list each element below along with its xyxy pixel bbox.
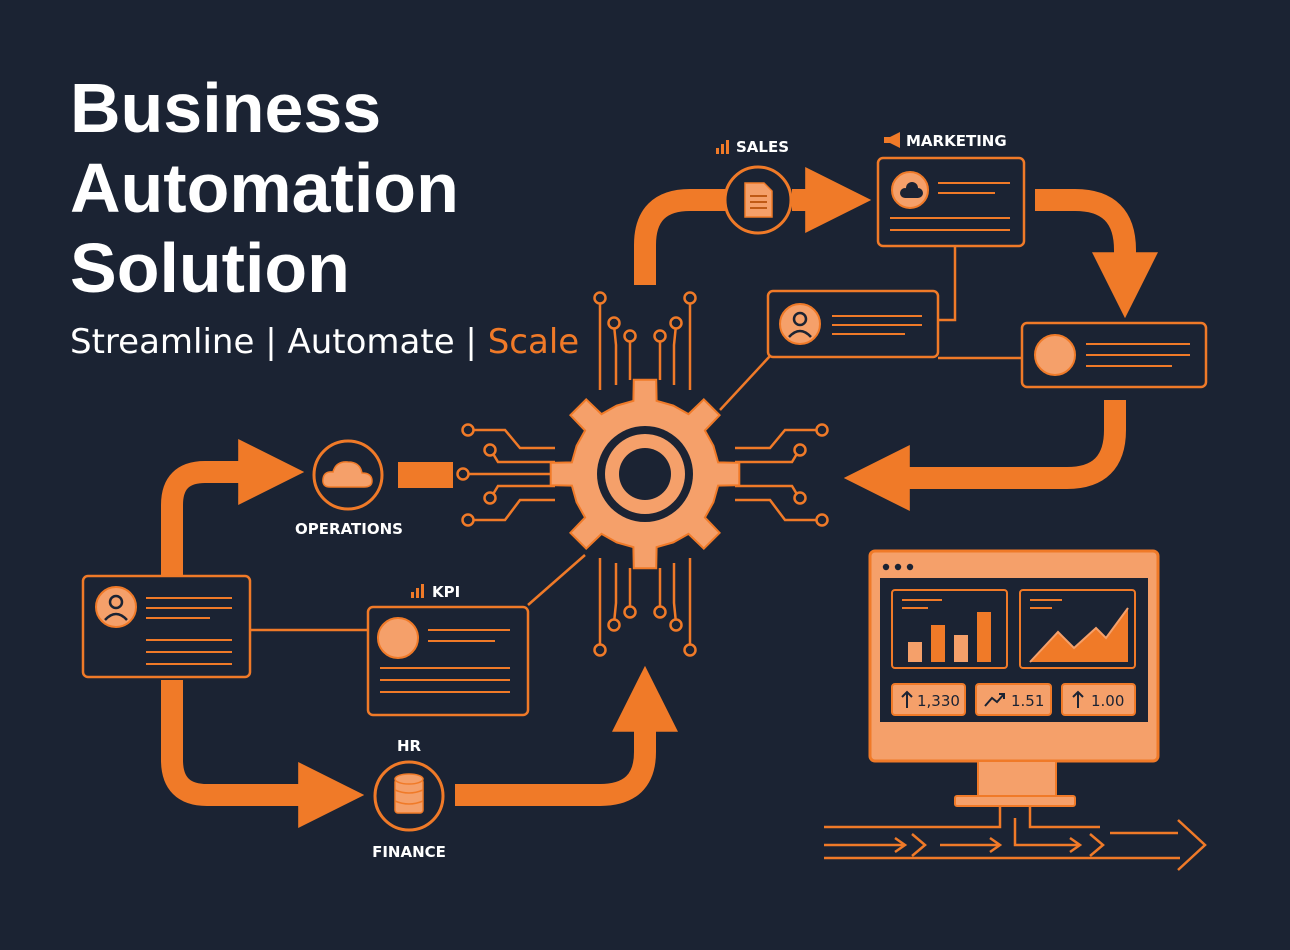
title-line-2: Automation <box>70 149 459 227</box>
conveyor-arrows <box>824 806 1207 871</box>
bar-chart-icon <box>411 584 424 598</box>
circuit-node <box>461 513 475 527</box>
finance-label: FINANCE <box>372 843 446 861</box>
central-gear <box>456 291 829 657</box>
arrow-gear-to-sales <box>634 189 728 285</box>
subtitle-streamline: Streamline <box>70 322 255 362</box>
circuit-trace <box>735 428 820 450</box>
user-icon <box>104 594 128 621</box>
circuit-trace <box>672 324 678 385</box>
kpi-node: KPI <box>366 583 530 717</box>
circuit-trace <box>735 498 820 522</box>
arrow-loop-to-operations <box>161 439 305 575</box>
subtitle-automate: Automate <box>287 322 455 362</box>
circuit-node <box>793 443 807 457</box>
circuit-trace <box>612 563 618 624</box>
monitor-neck <box>977 760 1057 798</box>
circuit-trace <box>672 563 678 624</box>
circuit-node <box>653 605 667 619</box>
marketing-label: MARKETING <box>906 132 1007 150</box>
subtitle: Streamline | Automate | Scale <box>70 322 579 362</box>
title-line-1: Business <box>70 69 382 147</box>
stat-value-3: 1.00 <box>1091 692 1124 710</box>
circuit-node <box>683 643 697 657</box>
circuit-node <box>483 491 497 505</box>
marketing-node: MARKETING <box>876 132 1026 248</box>
circuit-trace <box>735 451 800 464</box>
circuit-trace <box>735 484 800 497</box>
stat-box-1: 1,330 <box>891 683 966 716</box>
circuit-node <box>669 618 683 632</box>
bar-chart-icon <box>716 140 729 154</box>
kpi-label: KPI <box>432 583 460 601</box>
user-icon <box>788 311 812 338</box>
operations-label: OPERATIONS <box>295 520 403 538</box>
dashboard-monitor: 1,330 1.51 1.00 <box>868 549 1160 807</box>
operations-connector <box>398 462 453 488</box>
flow-arrows <box>161 167 1158 828</box>
window-dots-icon <box>882 563 914 571</box>
circuit-traces <box>456 291 829 657</box>
cloud-icon <box>900 182 923 198</box>
title-block: Business Automation Solution Streamline … <box>70 68 579 362</box>
subtitle-scale: Scale <box>487 322 580 362</box>
bar-chart-panel <box>891 589 1008 669</box>
arrow-marketing-to-panel <box>1035 189 1158 319</box>
circuit-node <box>456 467 470 481</box>
circuit-node <box>683 291 697 305</box>
sales-label: SALES <box>736 138 789 156</box>
circuit-node <box>607 316 621 330</box>
database-icon <box>394 773 424 814</box>
subtitle-separator: | <box>254 322 288 362</box>
hr-label: HR <box>397 737 422 755</box>
circuit-node <box>653 329 667 343</box>
stat-box-2: 1.51 <box>975 683 1052 716</box>
right-panel-card <box>1020 321 1208 389</box>
area-chart-panel <box>1019 589 1136 669</box>
circuit-trace <box>612 324 618 385</box>
document-icon <box>744 182 773 218</box>
arrow-panel-to-gear <box>843 400 1126 511</box>
circuit-trace <box>490 451 555 464</box>
operations-node: OPERATIONS <box>295 439 403 538</box>
circuit-node <box>623 605 637 619</box>
circuit-node <box>593 291 607 305</box>
circuit-node <box>669 316 683 330</box>
subtitle-separator: | <box>454 322 488 362</box>
circuit-trace <box>470 428 555 450</box>
circuit-node <box>815 423 829 437</box>
circuit-trace <box>470 498 555 522</box>
circuit-trace <box>490 484 555 497</box>
title-line-3: Solution <box>70 229 350 307</box>
circuit-node <box>593 643 607 657</box>
arrow-finance-to-gear <box>455 665 678 806</box>
monitor-base <box>954 795 1076 807</box>
stat-box-3: 1.00 <box>1061 683 1136 716</box>
trend-up-icon <box>984 693 1005 707</box>
circuit-node <box>623 329 637 343</box>
profile-card-right <box>766 289 940 359</box>
arrow-up-icon <box>901 690 913 708</box>
stat-value-2: 1.51 <box>1011 692 1044 710</box>
circuit-node <box>793 491 807 505</box>
circuit-node <box>815 513 829 527</box>
finance-node: HR FINANCE <box>372 737 446 861</box>
sales-node: SALES <box>716 138 793 235</box>
megaphone-icon <box>884 132 900 148</box>
arrow-up-icon <box>1072 690 1084 708</box>
gear-center <box>619 448 671 500</box>
circuit-node <box>607 618 621 632</box>
circuit-node <box>461 423 475 437</box>
profile-card-left <box>81 574 252 679</box>
cloud-icon <box>322 461 373 488</box>
circuit-node <box>483 443 497 457</box>
stat-value-1: 1,330 <box>917 692 960 710</box>
thin-connectors <box>250 246 1022 632</box>
arrow-card-to-finance <box>161 680 365 828</box>
